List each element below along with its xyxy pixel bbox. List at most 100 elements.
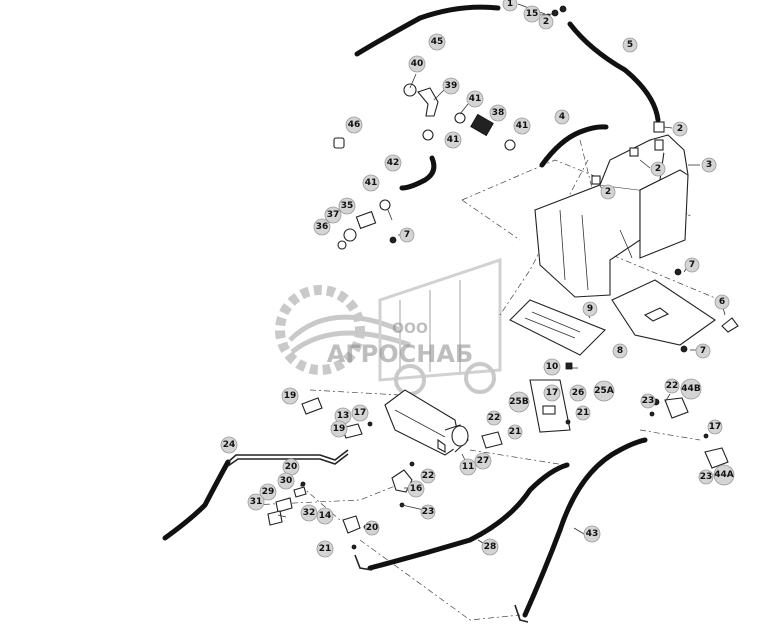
callout-layer: 1 15 2 45 5 40 39 41 38 41 4 2 46 41 2 3…	[220, 0, 735, 558]
hose-4	[539, 124, 609, 168]
callout-46: 46	[345, 116, 363, 134]
svg-text:11: 11	[462, 462, 475, 472]
callout-45: 45	[428, 33, 446, 51]
filter-assembly	[384, 389, 469, 456]
svg-text:23: 23	[700, 472, 713, 482]
callout-22b: 22	[486, 410, 502, 426]
svg-text:13: 13	[337, 411, 350, 421]
svg-text:25B: 25B	[509, 397, 529, 407]
callout-27: 27	[474, 452, 492, 470]
svg-text:44A: 44A	[714, 470, 734, 480]
fuel-tank	[534, 134, 689, 298]
svg-text:35: 35	[341, 201, 354, 211]
callout-38: 38	[489, 104, 507, 122]
svg-text:23: 23	[422, 507, 435, 517]
callout-2b: 2	[672, 121, 688, 137]
hose-5	[567, 21, 661, 123]
callout-21c: 21	[316, 540, 334, 558]
callout-30: 30	[277, 472, 295, 490]
callout-26: 26	[569, 384, 587, 402]
callout-32: 32	[300, 504, 318, 522]
svg-text:17: 17	[354, 408, 367, 418]
callout-22c: 22	[420, 468, 436, 484]
svg-text:31: 31	[250, 497, 263, 507]
callout-39: 39	[442, 77, 460, 95]
hose-45	[354, 4, 501, 57]
callout-28: 28	[481, 538, 499, 556]
leader-lines	[277, 3, 726, 546]
callout-7b: 7	[684, 257, 700, 273]
svg-text:24: 24	[223, 440, 236, 450]
callout-10: 10	[543, 358, 561, 376]
callout-4: 4	[554, 109, 570, 125]
callout-41d: 41	[362, 174, 380, 192]
callout-11: 11	[459, 458, 477, 476]
svg-text:2: 2	[543, 17, 549, 27]
svg-text:3: 3	[706, 160, 712, 170]
pipe-24	[227, 449, 349, 463]
callout-20a: 20	[282, 458, 300, 476]
hoses	[162, 4, 661, 618]
svg-text:2: 2	[677, 124, 683, 134]
watermark-logo	[275, 257, 502, 396]
svg-text:46: 46	[348, 120, 361, 130]
callout-9: 9	[582, 301, 598, 317]
callout-23c: 23	[698, 469, 714, 485]
svg-text:30: 30	[280, 476, 293, 486]
watermark-prefix: ООО	[392, 321, 428, 337]
svg-text:41: 41	[365, 178, 378, 188]
svg-text:26: 26	[572, 388, 585, 398]
svg-text:4: 4	[559, 112, 565, 122]
svg-text:28: 28	[484, 542, 497, 552]
svg-text:2: 2	[605, 187, 611, 197]
svg-text:8: 8	[617, 346, 623, 356]
callout-7c: 7	[695, 343, 711, 359]
svg-text:22: 22	[422, 471, 435, 481]
svg-text:38: 38	[492, 108, 505, 118]
callout-16: 16	[407, 480, 425, 498]
callout-21b: 21	[507, 424, 523, 440]
svg-text:22: 22	[488, 413, 501, 423]
callout-17a: 17	[543, 384, 561, 402]
callout-17b: 17	[351, 404, 369, 422]
callout-31: 31	[247, 493, 265, 511]
callout-19b: 19	[330, 420, 348, 438]
svg-text:29: 29	[262, 487, 275, 497]
svg-text:23: 23	[642, 396, 655, 406]
svg-text:39: 39	[445, 81, 458, 91]
svg-text:32: 32	[303, 508, 316, 518]
callout-20b: 20	[364, 520, 380, 536]
svg-text:6: 6	[719, 297, 725, 307]
callout-44A: 44A	[713, 464, 735, 486]
hose-24	[162, 459, 231, 541]
callout-43: 43	[583, 525, 601, 543]
callout-23a: 23	[640, 393, 656, 409]
callout-41a: 41	[466, 90, 484, 108]
svg-text:16: 16	[410, 484, 423, 494]
svg-text:21: 21	[319, 544, 332, 554]
svg-text:40: 40	[411, 59, 424, 69]
watermark-name: АГРОСНАБ	[327, 340, 473, 368]
callout-25B: 25B	[508, 391, 530, 413]
svg-text:25A: 25A	[594, 386, 614, 396]
svg-text:43: 43	[586, 529, 599, 539]
svg-text:42: 42	[387, 158, 400, 168]
callout-21a: 21	[575, 405, 591, 421]
svg-text:36: 36	[316, 222, 329, 232]
svg-text:19: 19	[284, 391, 297, 401]
svg-text:14: 14	[319, 511, 332, 521]
svg-text:41: 41	[516, 121, 529, 131]
fittings	[267, 5, 729, 550]
svg-text:41: 41	[469, 94, 482, 104]
callout-8: 8	[612, 343, 628, 359]
callout-15: 15	[523, 5, 541, 23]
callout-36: 36	[313, 218, 331, 236]
svg-text:20: 20	[366, 523, 379, 533]
svg-text:19: 19	[333, 424, 346, 434]
svg-text:21: 21	[509, 427, 522, 437]
callout-35: 35	[338, 197, 356, 215]
svg-text:22: 22	[666, 381, 679, 391]
callout-40: 40	[408, 55, 426, 73]
